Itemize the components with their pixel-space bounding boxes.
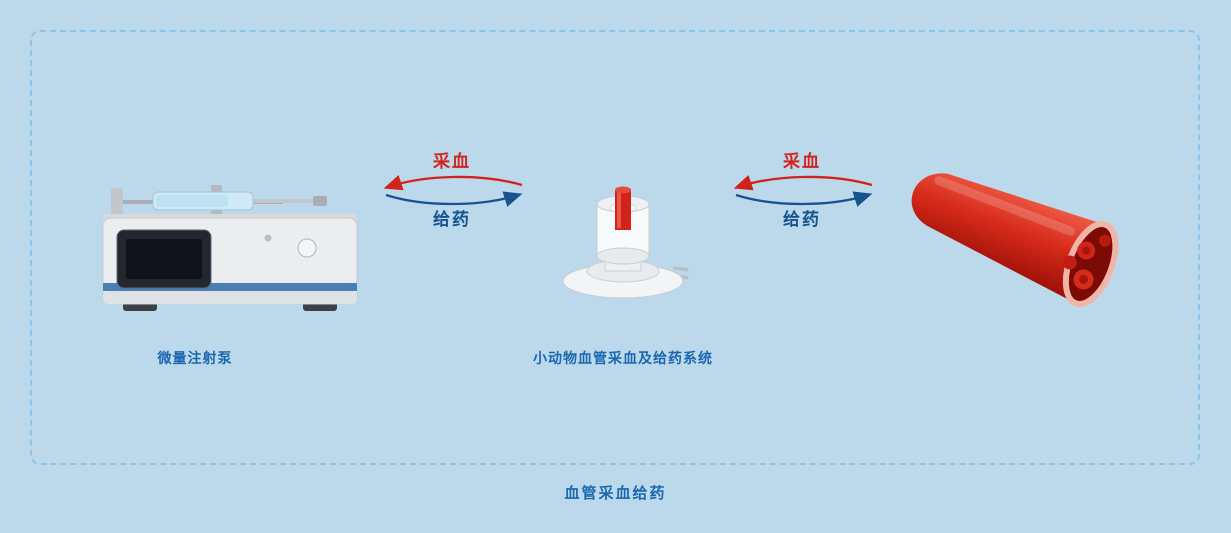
arrow-group-left: 采血 给药 — [372, 152, 532, 230]
system-connector-1 — [672, 266, 689, 272]
dose-arrow-right — [735, 191, 873, 207]
system-label: 小动物血管采血及给药系统 — [533, 350, 713, 366]
arrow-group-right: 采血 给药 — [722, 152, 882, 230]
pump-knob — [297, 238, 317, 258]
blood-cell-3 — [1062, 255, 1077, 270]
dashed-frame — [30, 30, 1200, 465]
diagram-caption: 血管采血给药 — [564, 485, 667, 502]
syringe-plunger-end — [313, 196, 327, 206]
arrows-left — [383, 175, 523, 207]
vessel-tube — [911, 173, 1106, 304]
vascular-system-illustration — [562, 186, 689, 299]
blood-cell-4 — [1098, 234, 1111, 247]
pump-label: 微量注射泵 — [157, 350, 233, 366]
collect-label-right: 采血 — [783, 152, 821, 171]
syringe-pump-illustration — [102, 185, 358, 311]
vessel-highlight — [934, 176, 1076, 236]
collect-arrow-right — [733, 175, 873, 191]
pump-small-button — [264, 234, 272, 242]
syringe-liquid — [156, 195, 228, 207]
arrows-right — [733, 175, 873, 207]
pump-blue-stripe — [103, 283, 357, 291]
system-cylinder-bottom — [596, 247, 650, 265]
pump-screen — [126, 239, 202, 279]
syringe-plunger-rod — [253, 199, 315, 203]
blood-cell-2-center — [1079, 275, 1089, 285]
collect-arrow-left — [383, 175, 523, 191]
dose-arrow-left — [385, 191, 523, 207]
pump-left-bracket — [111, 188, 123, 218]
blood-vessel-illustration — [911, 173, 1119, 307]
collect-label-left: 采血 — [433, 152, 471, 171]
system-red-tube-highlight — [617, 192, 621, 228]
blood-cell-1-center — [1082, 246, 1091, 255]
dose-label-left: 给药 — [433, 210, 471, 229]
pump-base — [103, 291, 357, 304]
dose-label-right: 给药 — [783, 210, 821, 229]
system-red-tube-top — [615, 186, 631, 194]
